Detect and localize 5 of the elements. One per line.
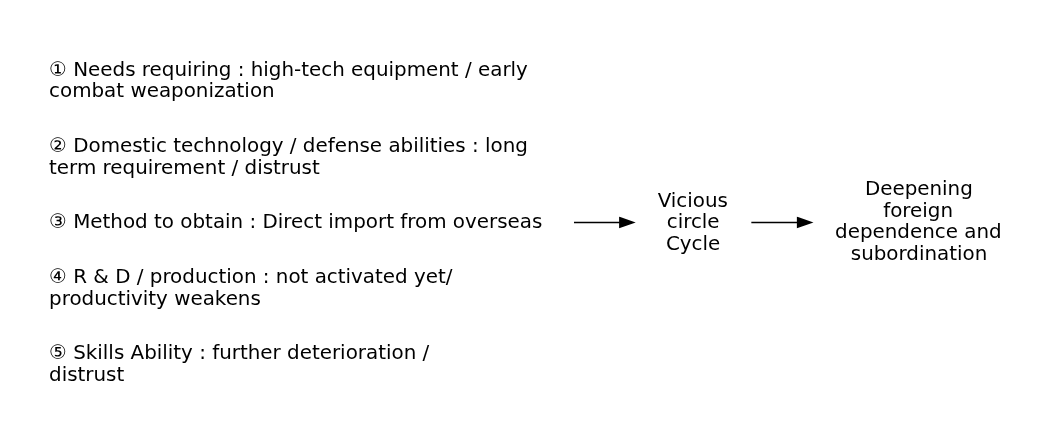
node-text: Deepening foreign dependence and subordination <box>835 177 1002 265</box>
node-text: ① Needs requiring : high-tech equipment / early combat weaponization ② Domestic technology / defense abilities : long term requirement / distrust ③ Method to obtain : Direct import from overseas ④ R & D / production : not activated yet/ productivity weakens ⑤ Skills Ability : further deterioration / distrust <box>49 57 543 387</box>
arrow <box>750 216 814 229</box>
node-text: Vicious circle Cycle <box>657 188 728 256</box>
arrow <box>573 216 636 229</box>
